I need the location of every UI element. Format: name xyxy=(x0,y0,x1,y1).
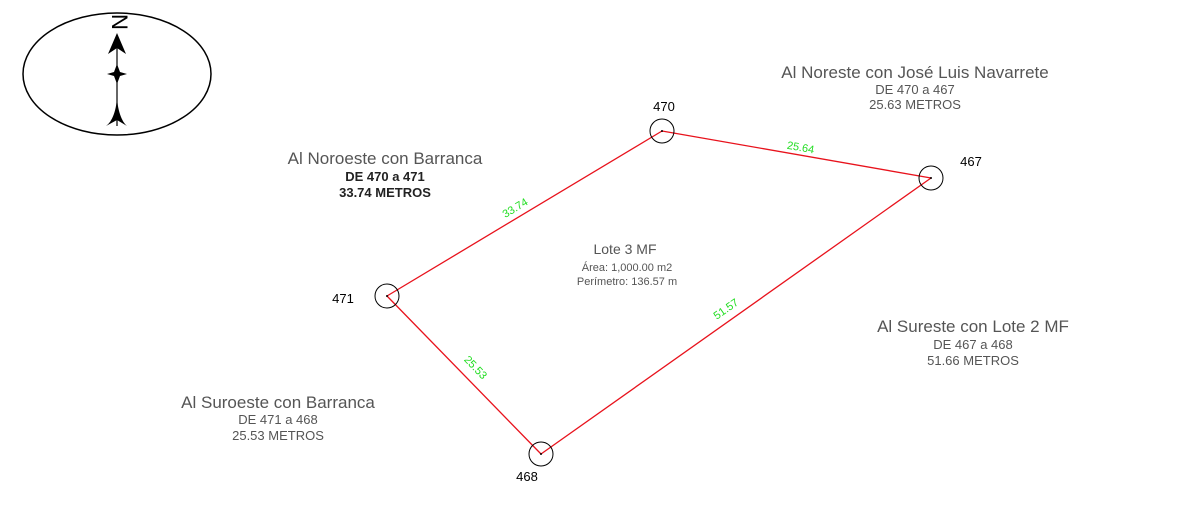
boundary-northeast: Al Noreste con José Luis Navarrete DE 47… xyxy=(781,63,1048,112)
boundary-northeast-distance: 25.63 METROS xyxy=(869,97,961,112)
boundary-northeast-title: Al Noreste con José Luis Navarrete xyxy=(781,63,1048,82)
boundary-southeast-distance: 51.66 METROS xyxy=(927,353,1019,368)
boundary-southeast-range: DE 467 a 468 xyxy=(933,337,1013,352)
vertex-label-470: 470 xyxy=(653,99,675,114)
segment-471-470 xyxy=(386,130,663,297)
vertex-markers xyxy=(374,118,944,467)
segment-length-470-467: 25.64 xyxy=(786,140,815,157)
segment-470-467 xyxy=(661,130,932,179)
vertex-marker-467 xyxy=(918,165,944,191)
segment-467-468 xyxy=(540,177,932,455)
boundary-southwest: Al Suroeste con Barranca DE 471 a 468 25… xyxy=(181,393,375,443)
lot-perimeter: Perímetro: 136.57 m xyxy=(577,276,677,288)
segment-468-471 xyxy=(386,295,542,455)
lot-name: Lote 3 MF xyxy=(593,241,656,257)
boundary-southeast-title: Al Sureste con Lote 2 MF xyxy=(877,317,1069,336)
boundary-northwest-title: Al Noroeste con Barranca xyxy=(288,149,483,168)
boundary-southwest-title: Al Suroeste con Barranca xyxy=(181,393,375,412)
lot-info: Lote 3 MF Área: 1,000.00 m2 Perímetro: 1… xyxy=(577,241,677,288)
vertex-marker-471 xyxy=(374,283,400,309)
boundary-southeast: Al Sureste con Lote 2 MF DE 467 a 468 51… xyxy=(877,317,1069,368)
compass-star xyxy=(107,64,127,84)
south-tail xyxy=(106,94,127,126)
boundary-southwest-range: DE 471 a 468 xyxy=(238,412,318,427)
lot-boundary xyxy=(386,130,932,455)
compass-ellipse xyxy=(22,12,212,136)
lot-area: Área: 1,000.00 m2 xyxy=(582,261,673,274)
north-arrow-icon: N xyxy=(22,12,212,136)
boundary-northwest-distance: 33.74 METROS xyxy=(339,185,431,200)
boundary-northwest: Al Noroeste con Barranca DE 470 a 471 33… xyxy=(288,149,483,200)
boundary-northeast-range: DE 470 a 467 xyxy=(875,82,955,97)
segment-length-467-468: 51.57 xyxy=(712,297,741,323)
vertex-label-467: 467 xyxy=(960,154,982,169)
north-letter: N xyxy=(107,14,132,30)
segment-length-468-471: 25.53 xyxy=(461,354,489,382)
boundary-northwest-range: DE 470 a 471 xyxy=(345,169,425,184)
segment-length-471-470: 33.74 xyxy=(501,196,531,220)
boundary-southwest-distance: 25.53 METROS xyxy=(232,428,324,443)
vertex-label-468: 468 xyxy=(516,469,538,484)
vertex-label-471: 471 xyxy=(332,291,354,306)
north-arrowhead xyxy=(108,33,126,54)
vertex-marker-468 xyxy=(528,441,554,467)
vertex-marker-470 xyxy=(649,118,675,144)
